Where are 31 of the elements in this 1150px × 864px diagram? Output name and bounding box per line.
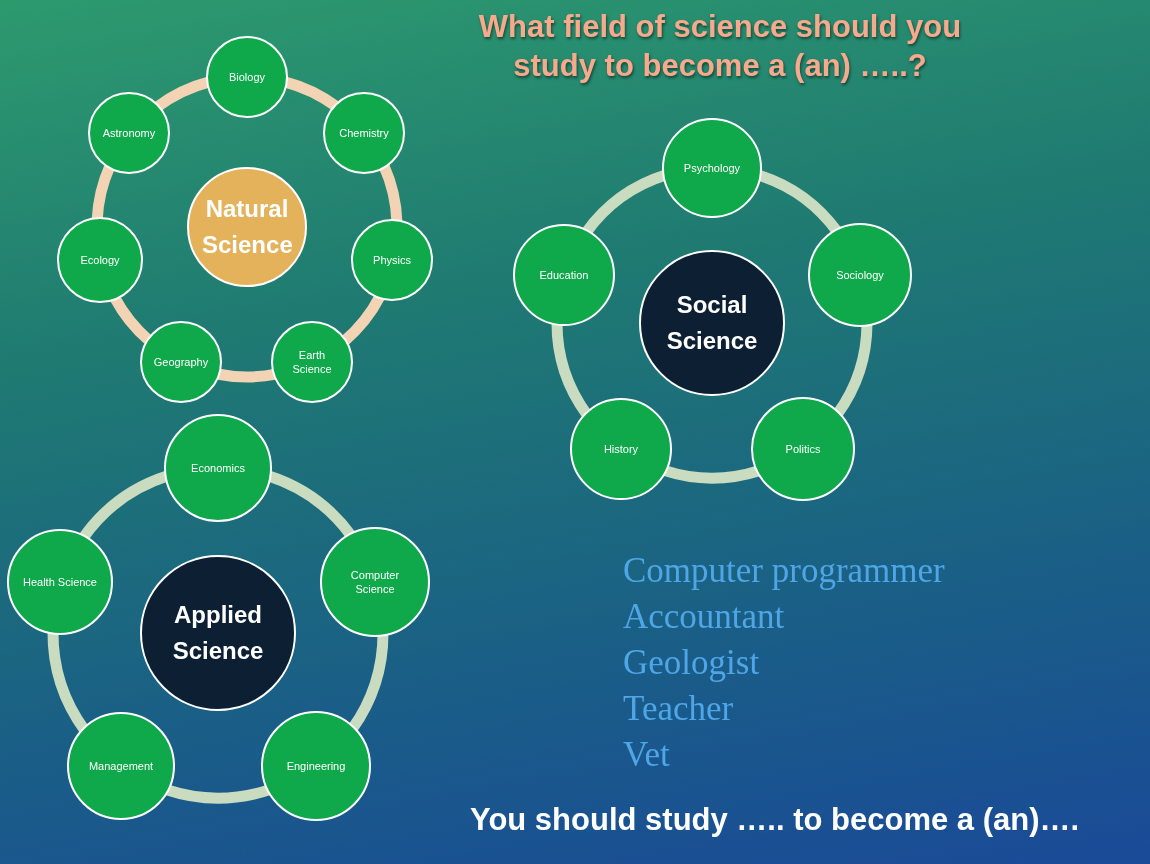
topic-circle: Politics	[751, 397, 855, 501]
topic-circle: Computer Science	[320, 527, 430, 637]
center-circle: Applied Science	[140, 555, 296, 711]
ring-segment	[47, 631, 90, 734]
center-circle: Social Science	[639, 250, 785, 396]
job-title: Geologist	[623, 645, 760, 680]
topic-circle: Astronomy	[88, 92, 170, 174]
topic-circle: Physics	[351, 219, 433, 301]
topic-circle: Sociology	[808, 223, 912, 327]
ring-segment	[551, 322, 592, 418]
ring-segment	[216, 368, 277, 383]
topic-circle: Health Science	[7, 529, 113, 635]
topic-circle: Chemistry	[323, 92, 405, 174]
job-title: Teacher	[623, 691, 734, 726]
topic-circle: Ecology	[57, 217, 143, 303]
topic-circle: Earth Science	[271, 321, 353, 403]
topic-circle: Management	[67, 712, 175, 820]
topic-circle: History	[570, 398, 672, 500]
topic-circle: Geography	[140, 321, 222, 403]
topic-circle: Psychology	[662, 118, 762, 218]
topic-circle: Engineering	[261, 711, 371, 821]
job-title: Vet	[623, 737, 670, 772]
topic-circle: Education	[513, 224, 615, 326]
center-circle: Natural Science	[187, 167, 307, 287]
job-title: Accountant	[623, 599, 785, 634]
job-title: Computer programmer	[623, 553, 945, 588]
ring-segment	[378, 163, 403, 223]
title: What field of science should you study to become a (an) …..?	[477, 8, 963, 85]
prompt-text: You should study ….. to become a (an)….	[470, 802, 1080, 838]
topic-circle: Economics	[164, 414, 272, 522]
topic-circle: Biology	[206, 36, 288, 118]
